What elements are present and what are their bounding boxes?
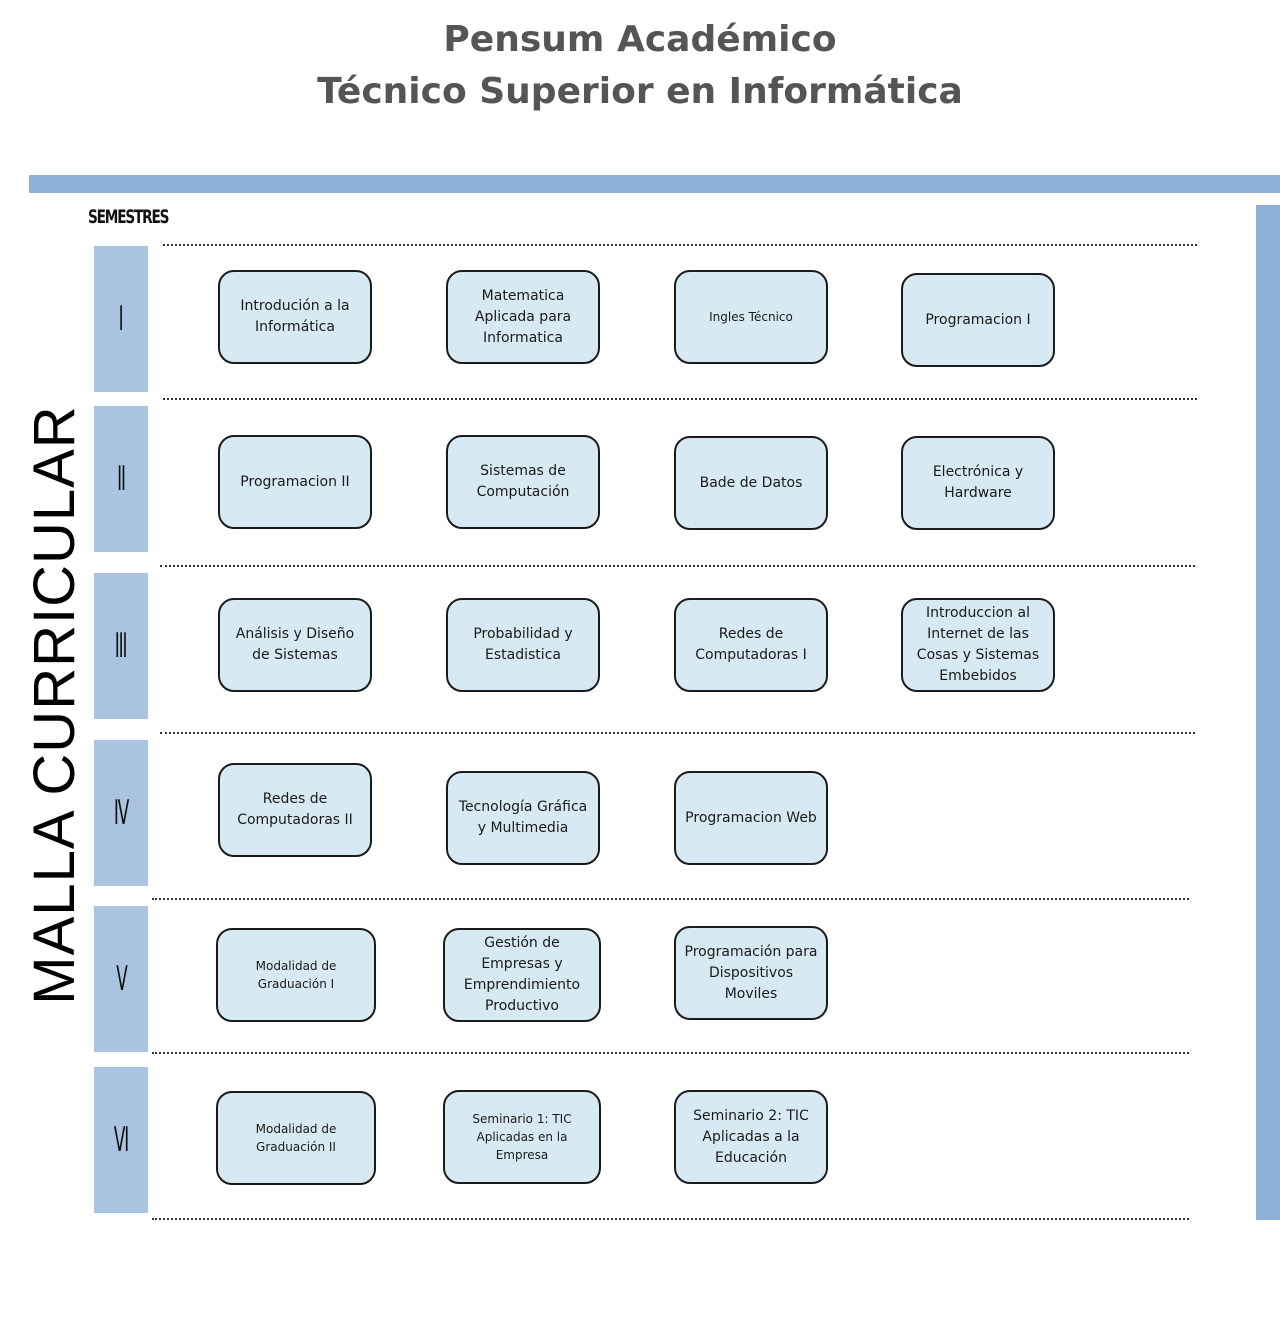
course-box[interactable]: Modalidad de Graduación I bbox=[216, 928, 376, 1022]
semester-label-3: III bbox=[94, 573, 148, 719]
course-box[interactable]: Modalidad de Graduación II bbox=[216, 1091, 376, 1185]
course-box[interactable]: Redes de Computadoras I bbox=[674, 598, 828, 692]
course-box[interactable]: Probabilidad y Estadistica bbox=[446, 598, 600, 692]
semestres-heading: SEMESTRES bbox=[88, 206, 169, 228]
semester-label-1: I bbox=[94, 246, 148, 392]
course-box[interactable]: Redes de Computadoras II bbox=[218, 763, 372, 857]
course-box[interactable]: Tecnología Gráfica y Multimedia bbox=[446, 771, 600, 865]
row-divider bbox=[152, 898, 1189, 900]
course-box[interactable]: Introdución a la Informática bbox=[218, 270, 372, 364]
course-box[interactable]: Programacion II bbox=[218, 435, 372, 529]
row-divider bbox=[160, 565, 1195, 567]
course-box[interactable]: Ingles Técnico bbox=[674, 270, 828, 364]
malla-curricular-title: MALLA CURRICULAR bbox=[22, 405, 87, 1005]
course-box[interactable]: Gestión de Empresas y Emprendimiento Pro… bbox=[443, 928, 601, 1022]
course-box[interactable]: Programacion I bbox=[901, 273, 1055, 367]
semester-label-4: IV bbox=[94, 740, 148, 886]
row-divider bbox=[152, 1218, 1189, 1220]
course-box[interactable]: Seminario 2: TIC Aplicadas a la Educació… bbox=[674, 1090, 828, 1184]
course-box[interactable]: Análisis y Diseño de Sistemas bbox=[218, 598, 372, 692]
course-box[interactable]: Sistemas de Computación bbox=[446, 435, 600, 529]
semester-label-2: II bbox=[94, 406, 148, 552]
course-box[interactable]: Seminario 1: TIC Aplicadas en la Empresa bbox=[443, 1090, 601, 1184]
course-box[interactable]: Introduccion al Internet de las Cosas y … bbox=[901, 598, 1055, 692]
row-divider bbox=[163, 398, 1197, 400]
page-title: Pensum Académico bbox=[443, 19, 837, 60]
row-divider bbox=[160, 732, 1195, 734]
semester-label-5: V bbox=[94, 906, 148, 1052]
course-box[interactable]: Programacion Web bbox=[674, 771, 828, 865]
top-accent-bar bbox=[29, 175, 1280, 193]
course-box[interactable]: Matematica Aplicada para Informatica bbox=[446, 270, 600, 364]
course-box[interactable]: Electrónica y Hardware bbox=[901, 436, 1055, 530]
course-box[interactable]: Programación para Dispositivos Moviles bbox=[674, 926, 828, 1020]
row-divider bbox=[152, 1052, 1189, 1054]
course-box[interactable]: Bade de Datos bbox=[674, 436, 828, 530]
page-subtitle: Técnico Superior en Informática bbox=[317, 71, 963, 112]
semester-label-6: VI bbox=[94, 1067, 148, 1213]
right-accent-bar bbox=[1256, 205, 1280, 1220]
row-divider bbox=[163, 244, 1197, 246]
